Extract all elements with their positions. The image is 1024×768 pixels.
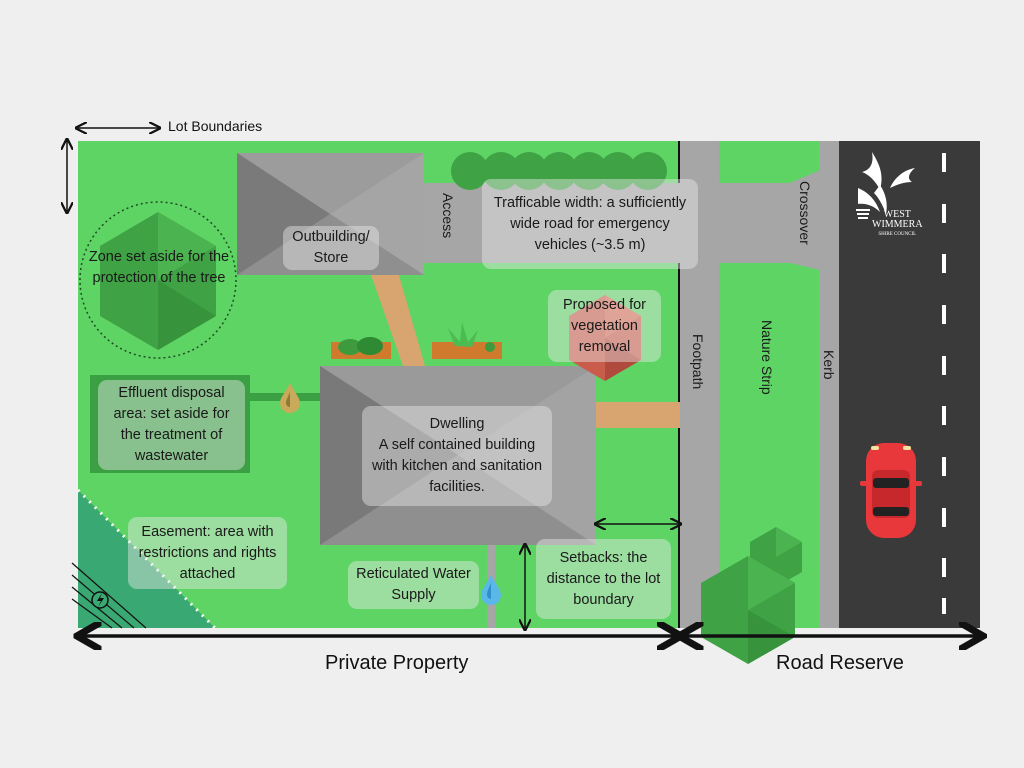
dwelling-title: Dwelling (429, 416, 485, 432)
garden-bed-right (432, 322, 502, 359)
dwelling-label: Dwelling A self contained building with … (362, 406, 552, 506)
vegetation-removal-hex (569, 295, 641, 381)
road (839, 141, 980, 628)
outbuilding-label: Outbuilding/ Store (283, 226, 379, 270)
kerb-area (819, 141, 839, 628)
effluent-area (90, 375, 250, 473)
footpath-label: Footpath (690, 334, 706, 390)
easement-boundary (76, 488, 217, 630)
car-icon (860, 443, 922, 538)
trafficable-width-label: Trafficable width: a sufficiently wide r… (482, 179, 698, 269)
effluent-area-label: Effluent disposal area: set aside for th… (98, 380, 245, 470)
west-wimmera-logo-text: WEST WIMMERA SHIRE COUNCIL (872, 210, 923, 240)
path-to-footpath (596, 402, 680, 428)
logo-line-2: WIMMERA (872, 219, 923, 230)
path-to-outbuilding (370, 272, 425, 366)
logo-line-1: WEST (883, 209, 911, 220)
road-reserve-label: Road Reserve (776, 652, 904, 674)
setbacks-label: Setbacks: the distance to the lot bounda… (536, 539, 671, 619)
garden-bed-left (331, 337, 391, 359)
west-wimmera-logo-emblem (856, 152, 915, 219)
lot-boundaries-label: Lot Boundaries (168, 118, 263, 134)
dwelling-description: A self contained building with kitchen a… (371, 437, 543, 495)
vegetation-removal-label: Proposed for vegetation removal (548, 290, 661, 362)
private-property-label: Private Property (325, 652, 469, 674)
logo-line-3: SHIRE COUNCIL (878, 232, 917, 237)
easement-label: Easement: area with restrictions and rig… (128, 517, 287, 589)
tree-zone-circle (79, 201, 237, 359)
tree-zone-label: Zone set aside for the protection of the… (88, 249, 230, 286)
outbuilding-roof (237, 153, 424, 275)
effluent-drop-icon (280, 383, 300, 413)
water-supply-label: Reticulated Water Supply (348, 561, 479, 609)
kerb-label: Kerb (821, 350, 837, 380)
nature-strip-label: Nature Strip (759, 320, 775, 395)
hedge (451, 152, 667, 190)
crossover (680, 170, 820, 270)
crossover-label: Crossover (797, 181, 813, 245)
driveway (420, 183, 680, 263)
electricity-icon (91, 591, 109, 609)
access-label: Access (440, 193, 456, 239)
dwelling-roof (320, 366, 596, 545)
water-drop-icon (481, 575, 501, 605)
